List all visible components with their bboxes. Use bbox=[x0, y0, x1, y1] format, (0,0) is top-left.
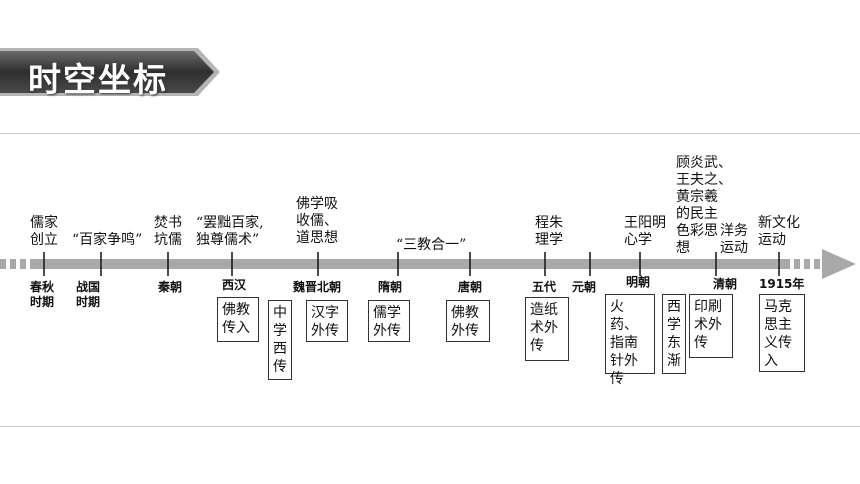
period-xihan: 西汉 bbox=[222, 278, 247, 292]
box-fojiao-chuanru: 佛教传入 bbox=[217, 297, 259, 342]
box-zaozhishu-waichuan: 造纸术外传 bbox=[525, 297, 569, 361]
period-sui: 隋朝 bbox=[378, 280, 403, 294]
period-qing: 清朝 bbox=[713, 277, 738, 291]
event-xinwenhua-yundong: 新文化运动 bbox=[758, 215, 800, 248]
period-1915: 1915年 bbox=[759, 277, 805, 291]
period-wudai: 五代 bbox=[532, 280, 557, 294]
event-baijia-zhengming: “百家争鸣” bbox=[72, 232, 143, 248]
period-weijin-beichao: 魏晋北朝 bbox=[293, 280, 342, 294]
event-rujia-chuangli: 儒家创立 bbox=[30, 215, 58, 248]
event-foxue-xishou: 佛学吸收儒、道思想 bbox=[296, 196, 338, 246]
event-sanjiao-heyi: “三教合一” bbox=[396, 237, 467, 253]
event-fenshu-kengru: 焚书坑儒 bbox=[154, 215, 182, 248]
period-zhanguo: 战国时期 bbox=[76, 280, 101, 309]
event-yangwu-yundong: 洋务运动 bbox=[720, 223, 748, 256]
box-huoyao-zhinanzhen-waichuan: 火药、指南针外传 bbox=[605, 294, 655, 387]
section-title-banner bbox=[0, 48, 220, 96]
box-fojiao-waichuan: 佛教外传 bbox=[446, 300, 490, 342]
period-tang: 唐朝 bbox=[458, 280, 483, 294]
event-minzhu-sixiang: 顾炎武、王夫之、黄宗羲的民主色彩思想 bbox=[676, 155, 732, 256]
timeline-axis bbox=[0, 249, 856, 279]
event-wangyangming-xinxue: 王阳明心学 bbox=[624, 215, 666, 248]
box-makesi-zhuyi-chuanru: 马克思主义传入 bbox=[759, 294, 805, 372]
box-hanzi-waichuan: 汉字外传 bbox=[306, 300, 348, 342]
timeline-panel: 儒家创立 “百家争鸣” 焚书坑儒 “罢黜百家,独尊儒术” 佛学吸收儒、道思想 “… bbox=[0, 133, 860, 427]
period-qin: 秦朝 bbox=[158, 280, 183, 294]
period-yuan: 元朝 bbox=[572, 280, 597, 294]
box-zhongxue-xichuan: 中学西传 bbox=[268, 300, 292, 380]
period-ming: 明朝 bbox=[626, 275, 651, 289]
event-chengzhu-lixue: 程朱理学 bbox=[535, 215, 563, 248]
box-xixue-dongjian: 西学东渐 bbox=[662, 294, 686, 374]
box-ruxue-waichuan: 儒学外传 bbox=[368, 300, 410, 342]
period-chunqiu: 春秋时期 bbox=[30, 280, 55, 309]
event-bachu-baijia: “罢黜百家,独尊儒术” bbox=[196, 215, 264, 248]
section-title: 时空坐标 bbox=[28, 60, 168, 99]
box-yinshuashu-waichuan: 印刷术外传 bbox=[689, 294, 733, 358]
